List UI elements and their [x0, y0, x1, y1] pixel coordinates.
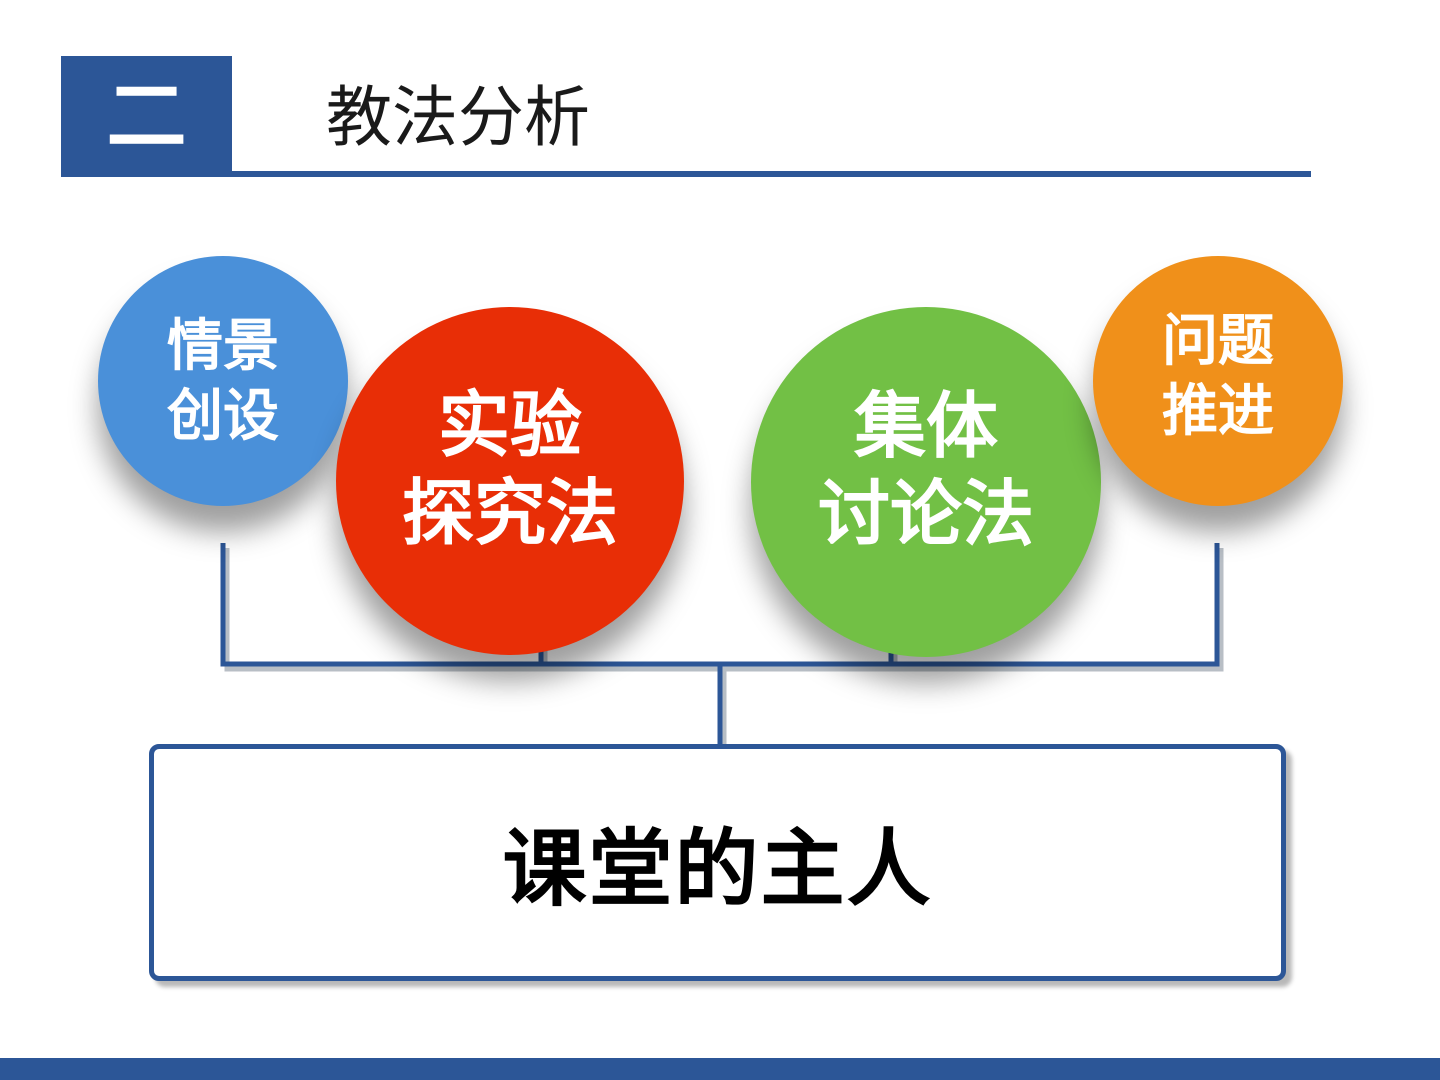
title-underline — [61, 171, 1311, 177]
method-circle-question: 问题 推进 — [1093, 256, 1343, 506]
page-title: 教法分析 — [326, 79, 590, 156]
footer-bar — [0, 1058, 1440, 1080]
method-label-line1: 集体 — [853, 384, 998, 468]
section-number: 二 — [106, 69, 187, 163]
result-label: 课堂的主人 — [502, 820, 933, 918]
method-label-line2: 讨论法 — [817, 472, 1034, 556]
method-label-line1: 问题 — [1162, 309, 1274, 374]
method-label-line2: 创设 — [167, 384, 279, 449]
method-circle-scenario: 情景 创设 — [98, 256, 348, 506]
method-label-line1: 实验 — [437, 383, 582, 467]
method-circle-experiment: 实验 探究法 — [336, 307, 684, 655]
method-circle-discussion: 集体 讨论法 — [751, 307, 1101, 657]
result-box: 课堂的主人 — [149, 744, 1286, 981]
section-number-badge: 二 — [61, 56, 232, 177]
method-label-line2: 推进 — [1162, 379, 1274, 444]
method-label-line2: 探究法 — [401, 471, 618, 555]
method-label-line1: 情景 — [167, 314, 279, 379]
